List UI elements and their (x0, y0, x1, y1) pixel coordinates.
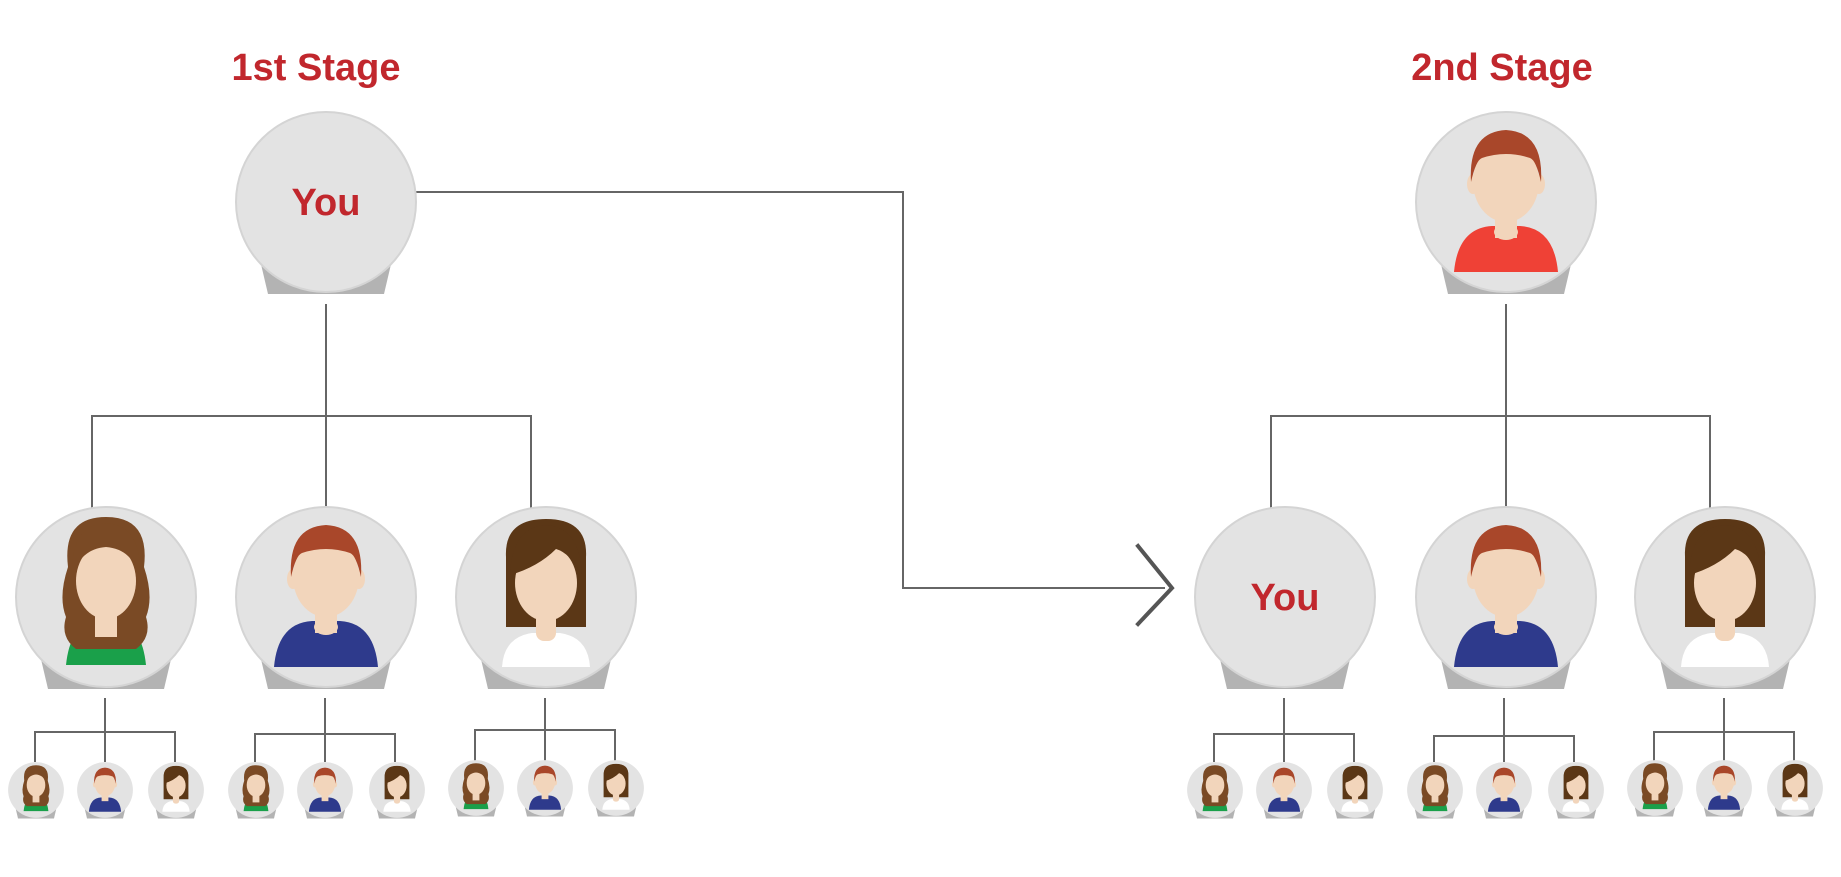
user-avatar-icon (22, 765, 50, 812)
stage-2-member-woman-white (1634, 506, 1816, 689)
user-avatar-icon (308, 767, 342, 812)
user-avatar-icon (1641, 763, 1669, 810)
user-avatar-icon (502, 519, 590, 667)
user-avatar-icon (1267, 767, 1301, 812)
user-avatar-icon (1681, 519, 1769, 667)
user-avatar-icon (1454, 525, 1558, 667)
stage-1-small-row-2 (228, 762, 425, 819)
stage-1-member-woman-green (15, 506, 197, 689)
stage-1-small-row-1 (8, 762, 204, 819)
user-avatar-icon (88, 767, 122, 812)
stage-2-connectors (1213, 304, 1795, 762)
user-avatar-icon (602, 763, 630, 810)
user-avatar-icon (1201, 765, 1229, 812)
stage-1-title: 1st Stage (232, 47, 401, 89)
stage-1-member-man-blue (235, 506, 417, 689)
user-avatar-icon (528, 765, 562, 810)
user-avatar-icon (1341, 765, 1369, 812)
user-avatar-icon (242, 765, 270, 812)
user-avatar-icon (274, 525, 378, 667)
user-avatar-icon (1487, 767, 1521, 812)
user-avatar-icon (1454, 130, 1558, 272)
user-avatar-icon (383, 765, 411, 812)
you-label: You (292, 182, 361, 224)
user-avatar-icon (1562, 765, 1590, 812)
stage-1-small-row-3 (448, 760, 644, 817)
stage-2-member-you: You (1194, 506, 1376, 689)
you-label: You (1251, 577, 1320, 619)
stage-2-title: 2nd Stage (1411, 47, 1593, 89)
stage-2-small-row-3 (1627, 760, 1823, 817)
user-avatar-icon (162, 765, 190, 812)
user-avatar-icon (1421, 765, 1449, 812)
stage-1-member-woman-white (455, 506, 637, 689)
stage-2-small-row-1 (1187, 762, 1383, 819)
stage-1-top-node-you: You (235, 111, 417, 294)
user-avatar-icon (1707, 765, 1741, 810)
user-avatar-icon (62, 517, 150, 665)
stage-1-connectors (34, 304, 616, 762)
stage-2-small-row-2 (1407, 762, 1604, 819)
user-avatar-icon (462, 763, 490, 810)
stage-2-top-node-man-red (1415, 111, 1597, 294)
user-avatar-icon (1781, 763, 1809, 810)
stage-transition-connector (415, 191, 1175, 627)
chevron-right-icon (1135, 543, 1175, 627)
stage-2-member-man-blue (1415, 506, 1597, 689)
